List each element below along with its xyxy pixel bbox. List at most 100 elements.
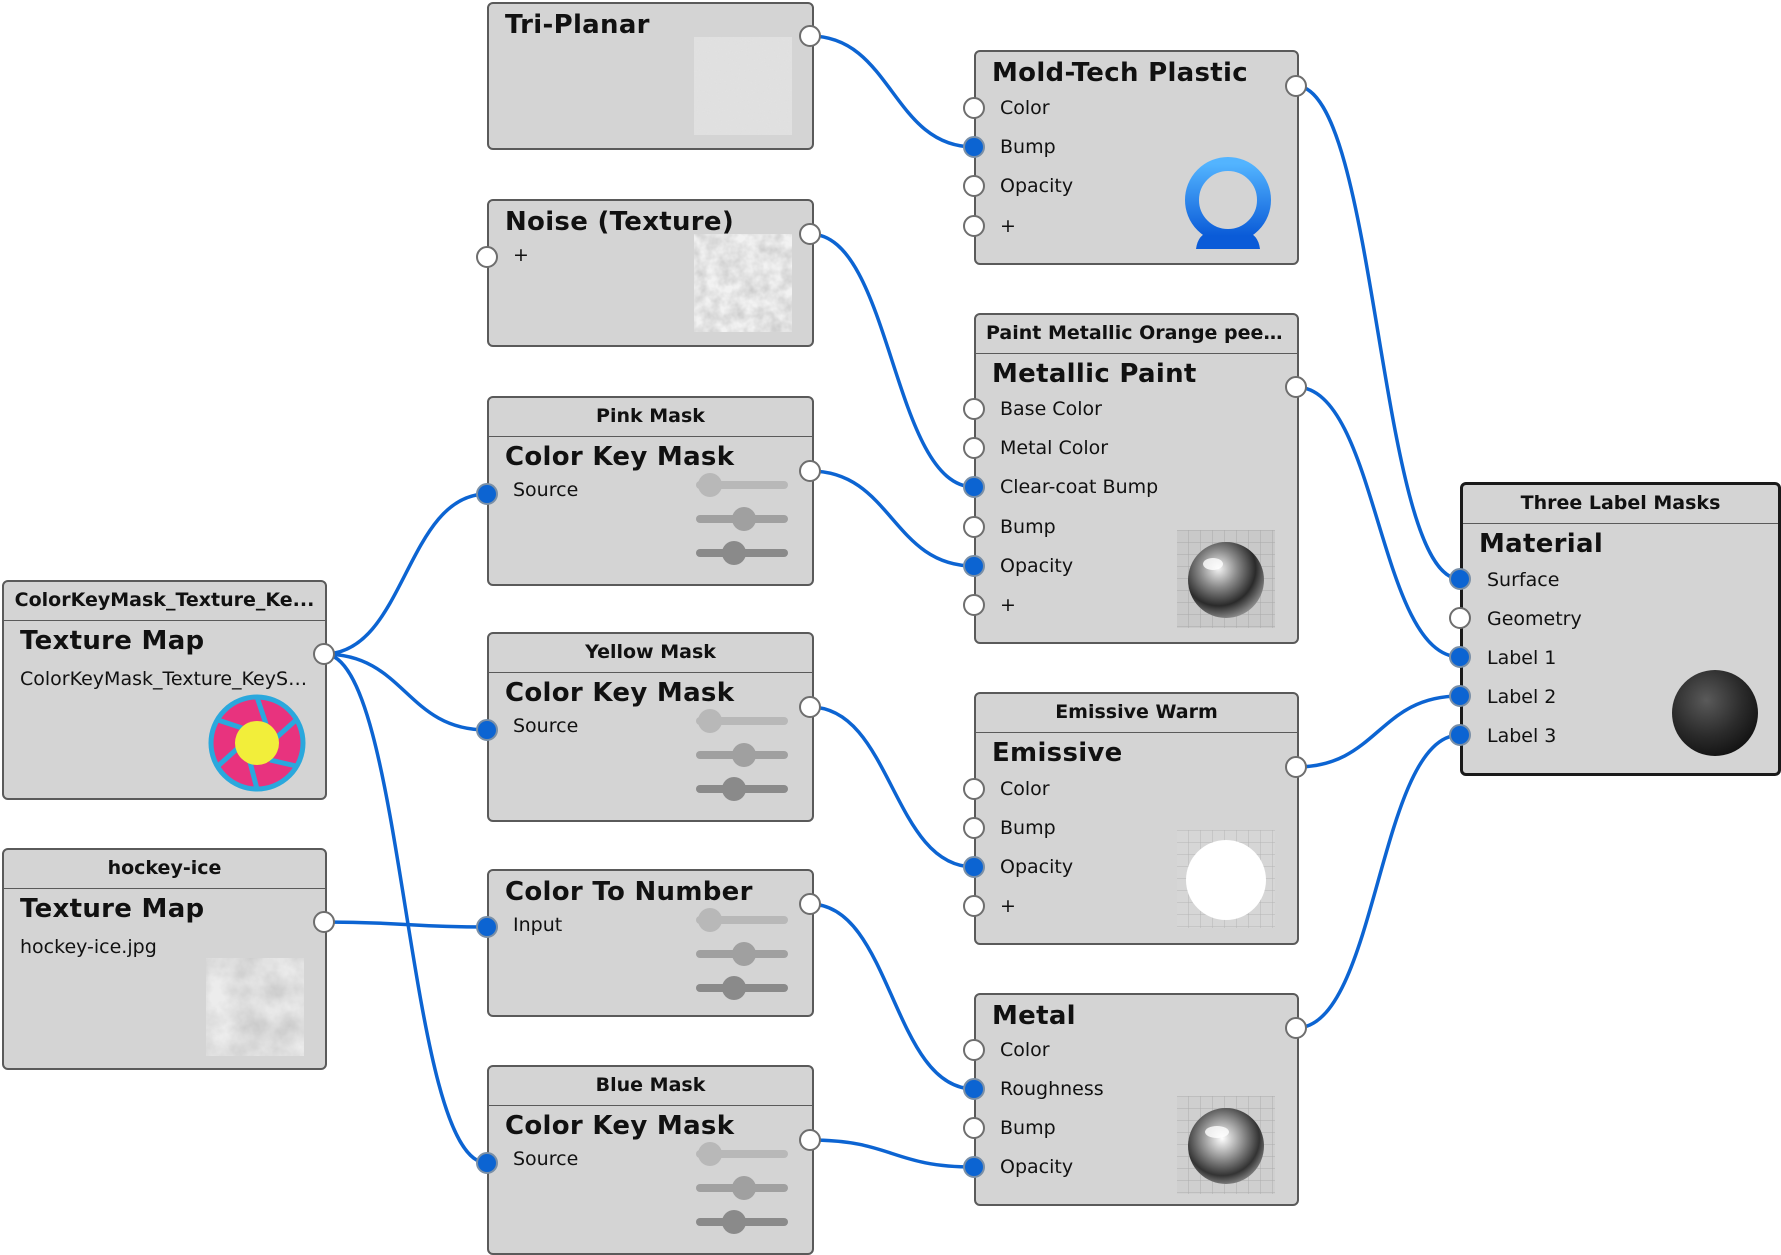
node-header: Pink Mask (489, 398, 812, 437)
connection-wire[interactable] (809, 469, 975, 568)
slider-knob (732, 507, 756, 531)
node-mold-tech-plastic[interactable]: Mold-Tech Plastic Color Bump Opacity + (974, 50, 1299, 265)
port-metal-roughness[interactable] (963, 1078, 985, 1100)
port-emissive-out[interactable] (1285, 756, 1307, 778)
port-moldtech-color[interactable] (963, 97, 985, 119)
connection-wire[interactable] (1295, 733, 1461, 1030)
port-label-bump: Bump (1000, 817, 1056, 839)
connection-wire[interactable] (809, 1138, 975, 1169)
node-title: Color Key Mask (505, 678, 735, 708)
port-blue-mask-out[interactable] (799, 1129, 821, 1151)
connection-wire[interactable] (1295, 694, 1461, 769)
connection-wire[interactable] (323, 652, 488, 732)
connection-wire[interactable] (809, 232, 975, 489)
node-emissive-warm[interactable]: Emissive Warm Emissive Color Bump Opacit… (974, 692, 1299, 945)
node-title: Mold-Tech Plastic (992, 58, 1248, 88)
port-moldtech-plus[interactable] (963, 215, 985, 237)
port-label-bump: Bump (1000, 516, 1056, 538)
port-metallic-paint-out[interactable] (1285, 376, 1307, 398)
port-material-label-3[interactable] (1449, 724, 1471, 746)
port-metallic-paint-bump[interactable] (963, 516, 985, 538)
node-header: ColorKeyMask_Texture_Ke... (4, 582, 325, 621)
node-pink-mask[interactable]: Pink Mask Color Key Mask Source (487, 396, 814, 586)
port-metal-opacity[interactable] (963, 1156, 985, 1178)
slider-knob (698, 908, 722, 932)
node-title: Color Key Mask (505, 1111, 735, 1141)
connection-wire[interactable] (323, 492, 488, 656)
port-metallic-paint-opacity[interactable] (963, 555, 985, 577)
port-label-plus: + (513, 244, 529, 266)
node-hockey-ice-texture-map[interactable]: hockey-ice Texture Map hockey-ice.jpg (2, 848, 327, 1070)
port-color-to-number-input[interactable] (476, 916, 498, 938)
node-blue-mask[interactable]: Blue Mask Color Key Mask Source (487, 1065, 814, 1255)
connection-wire[interactable] (323, 920, 488, 929)
port-label-opacity: Opacity (1000, 856, 1074, 878)
emissive-sphere-thumbnail (1177, 830, 1275, 928)
dark-sphere-thumbnail (1672, 670, 1758, 756)
port-metallic-paint-metal-color[interactable] (963, 437, 985, 459)
node-title: Metal (992, 1001, 1076, 1031)
port-noise-out[interactable] (799, 223, 821, 245)
slider-knob (732, 1176, 756, 1200)
connection-wire[interactable] (1295, 84, 1461, 581)
port-yellow-mask-out[interactable] (799, 696, 821, 718)
port-color-to-number-out[interactable] (799, 893, 821, 915)
port-metallic-paint-base-color[interactable] (963, 398, 985, 420)
port-pink-mask-out[interactable] (799, 460, 821, 482)
port-pink-mask-source[interactable] (476, 483, 498, 505)
port-material-surface[interactable] (1449, 568, 1471, 590)
port-metal-out[interactable] (1285, 1017, 1307, 1039)
port-moldtech-bump[interactable] (963, 136, 985, 158)
port-hockey-ice-out[interactable] (313, 911, 335, 933)
port-label-plus: + (1000, 215, 1016, 237)
node-title: Emissive (992, 738, 1123, 768)
node-tri-planar[interactable]: Tri-Planar (487, 2, 814, 150)
node-header: hockey-ice (4, 850, 325, 889)
node-three-label-masks-material[interactable]: Three Label Masks Material Surface Geome… (1460, 482, 1781, 776)
port-label-base-color: Base Color (1000, 398, 1102, 420)
connection-wire[interactable] (809, 705, 975, 869)
chrome-sphere-thumbnail (1177, 530, 1275, 628)
port-metal-color[interactable] (963, 1039, 985, 1061)
slider-knob (698, 709, 722, 733)
connection-wire[interactable] (809, 34, 975, 149)
port-metallic-paint-plus[interactable] (963, 594, 985, 616)
node-title: Texture Map (20, 626, 205, 656)
port-material-geometry[interactable] (1449, 607, 1471, 629)
port-yellow-mask-source[interactable] (476, 719, 498, 741)
sliders-icon (696, 473, 788, 565)
node-title: Color To Number (505, 877, 753, 907)
connection-wire[interactable] (1295, 385, 1461, 659)
port-metallic-paint-clear-coat-bump[interactable] (963, 476, 985, 498)
port-colorkey-texture-out[interactable] (313, 643, 335, 665)
node-colorkey-texture-map[interactable]: ColorKeyMask_Texture_Ke... Texture Map C… (2, 580, 327, 800)
node-metallic-paint[interactable]: Paint Metallic Orange peel ... Metallic … (974, 313, 1299, 644)
node-metal[interactable]: Metal Color Roughness Bump Opacity (974, 993, 1299, 1206)
port-material-label-1[interactable] (1449, 646, 1471, 668)
aperture-icon (208, 694, 306, 792)
port-blue-mask-source[interactable] (476, 1152, 498, 1174)
node-yellow-mask[interactable]: Yellow Mask Color Key Mask Source (487, 632, 814, 822)
node-noise-texture[interactable]: Noise (Texture) + (487, 199, 814, 347)
port-noise-plus[interactable] (476, 246, 498, 268)
port-emissive-bump[interactable] (963, 817, 985, 839)
port-moldtech-opacity[interactable] (963, 175, 985, 197)
hockey-ice-thumbnail (206, 958, 304, 1056)
node-title: Tri-Planar (505, 10, 650, 40)
node-header: Emissive Warm (976, 694, 1297, 733)
port-label-label-2: Label 2 (1487, 686, 1557, 708)
port-emissive-plus[interactable] (963, 895, 985, 917)
port-emissive-opacity[interactable] (963, 856, 985, 878)
slider-knob (732, 942, 756, 966)
port-moldtech-out[interactable] (1285, 75, 1307, 97)
connection-wire[interactable] (809, 902, 975, 1091)
port-label-label-1: Label 1 (1487, 647, 1557, 669)
node-header: Yellow Mask (489, 634, 812, 673)
port-material-label-2[interactable] (1449, 685, 1471, 707)
node-color-to-number[interactable]: Color To Number Input (487, 869, 814, 1017)
port-tri-planar-out[interactable] (799, 25, 821, 47)
plastic-ring-icon (1185, 157, 1271, 249)
port-metal-bump[interactable] (963, 1117, 985, 1139)
port-emissive-color[interactable] (963, 778, 985, 800)
connection-wire[interactable] (323, 652, 488, 1165)
